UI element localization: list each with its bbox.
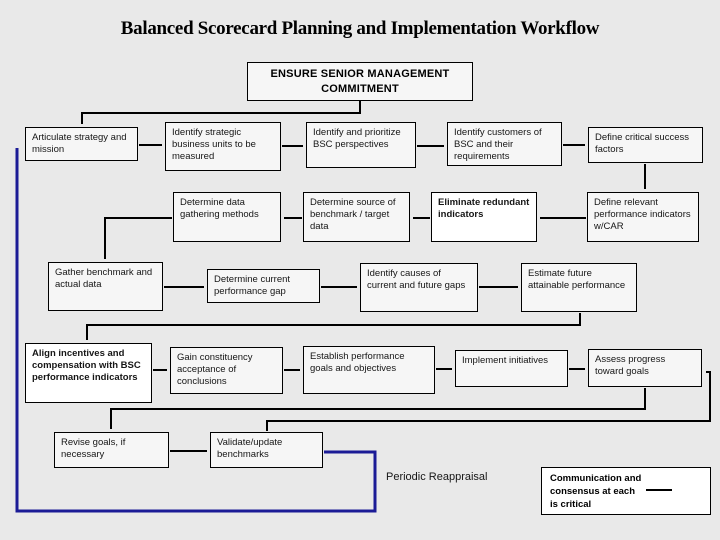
node-define-csf: Define critical success factors <box>588 127 703 163</box>
note-line: Communication and <box>550 473 642 484</box>
connector-assess-to-revise <box>110 388 646 429</box>
node-label: Gather benchmark and actual data <box>55 267 153 290</box>
note-line: is critical <box>550 499 592 510</box>
node-determine-gap: Determine current performance gap <box>207 269 320 303</box>
node-label: Determine source of benchmark / target d… <box>310 197 396 232</box>
node-identify-sbu: Identify strategic business units to be … <box>165 122 281 171</box>
node-gather-data: Gather benchmark and actual data <box>48 262 163 311</box>
node-label: ENSURE SENIOR MANAGEMENT COMMITMENT <box>270 68 450 95</box>
node-label: Define relevant performance indicators w… <box>594 197 691 232</box>
node-label: Identify customers of BSC and their requ… <box>454 127 542 162</box>
connector-commitment-to-articulate <box>81 101 361 124</box>
node-label: Determine current performance gap <box>214 274 291 297</box>
node-label: Eliminate redundant indicators <box>438 197 530 220</box>
node-label: Define critical success factors <box>595 132 689 155</box>
node-label: Implement initiatives <box>462 355 549 366</box>
node-articulate-strategy: Articulate strategy and mission <box>25 127 138 161</box>
node-label: Assess progress toward goals <box>595 354 666 377</box>
node-revise-goals: Revise goals, if necessary <box>54 432 169 468</box>
node-identify-perspectives: Identify and prioritize BSC perspectives <box>306 122 416 168</box>
node-determine-source: Determine source of benchmark / target d… <box>303 192 410 242</box>
node-define-indicators: Define relevant performance indicators w… <box>587 192 699 242</box>
connector-estimate-to-align <box>86 313 581 340</box>
node-gain-acceptance: Gain constituency acceptance of conclusi… <box>170 347 283 394</box>
node-label: Determine data gathering methods <box>180 197 259 220</box>
note-communication-box: Communication and consensus at each is c… <box>541 467 711 515</box>
node-identify-causes: Identify causes of current and future ga… <box>360 263 478 312</box>
node-label: Articulate strategy and mission <box>32 132 127 155</box>
node-identify-customers: Identify customers of BSC and their requ… <box>447 122 562 166</box>
connector-methods-to-gather <box>104 217 172 259</box>
node-label: Identify and prioritize BSC perspectives <box>313 127 401 150</box>
node-determine-methods: Determine data gathering methods <box>173 192 281 242</box>
node-implement-initiatives: Implement initiatives <box>455 350 568 387</box>
node-label: Gain constituency acceptance of conclusi… <box>177 352 253 387</box>
node-label: Align incentives and compensation with B… <box>32 348 141 383</box>
node-estimate-performance: Estimate future attainable performance <box>521 263 637 312</box>
periodic-reappraisal-label: Periodic Reappraisal <box>386 471 488 483</box>
node-label: Validate/update benchmarks <box>217 437 283 460</box>
node-label: Identify causes of current and future ga… <box>367 268 466 291</box>
node-label: Revise goals, if necessary <box>61 437 126 460</box>
node-label: Identify strategic business units to be … <box>172 127 256 162</box>
node-establish-goals: Establish performance goals and objectiv… <box>303 346 435 394</box>
node-assess-progress: Assess progress toward goals <box>588 349 702 387</box>
note-line: consensus at each <box>550 486 636 497</box>
node-align-incentives: Align incentives and compensation with B… <box>25 343 152 403</box>
node-ensure-commitment: ENSURE SENIOR MANAGEMENT COMMITMENT <box>247 62 473 101</box>
node-label: Estimate future attainable performance <box>528 268 626 291</box>
page-title: Balanced Scorecard Planning and Implemen… <box>120 18 600 39</box>
node-label: Establish performance goals and objectiv… <box>310 351 405 374</box>
node-validate-benchmarks: Validate/update benchmarks <box>210 432 323 468</box>
node-eliminate-indicators: Eliminate redundant indicators <box>431 192 537 242</box>
